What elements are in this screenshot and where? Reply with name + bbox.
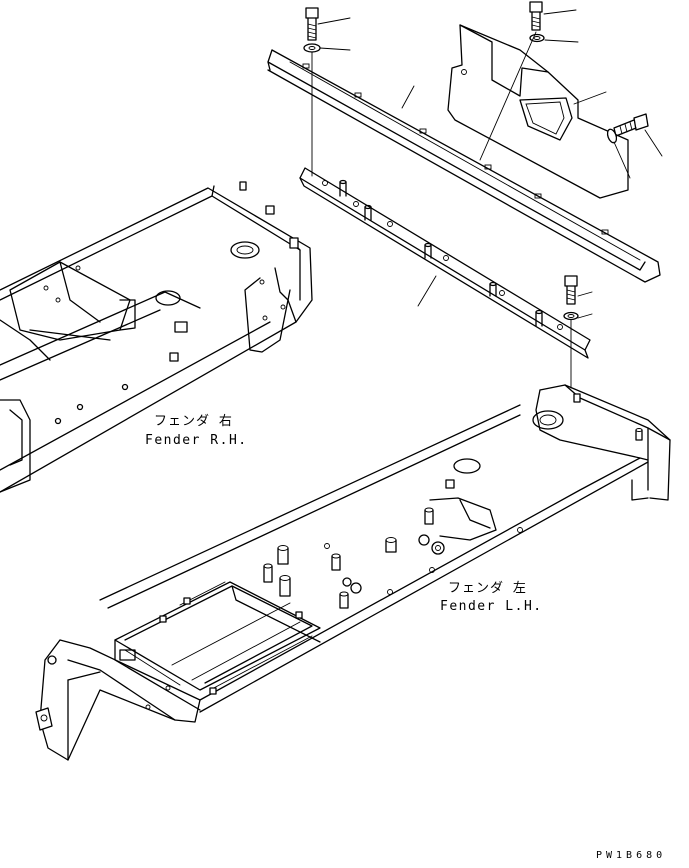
washer-icon: [303, 43, 321, 53]
side-cover-plate: [447, 24, 629, 199]
washer-icon: [529, 33, 545, 43]
fender-rh-frame: [0, 181, 313, 493]
fender-rh-label-jp: フェンダ 右: [154, 414, 233, 429]
bolt-icon: [613, 113, 649, 137]
drawing-code: PW1B680: [596, 850, 666, 861]
bolt-icon: [529, 1, 543, 31]
fender-lh-label-jp: フェンダ 左: [448, 581, 527, 596]
leader-lines: [311, 9, 663, 389]
mounting-strip: [299, 167, 591, 359]
fender-rh-label-en: Fender R.H.: [145, 433, 248, 448]
fender-lh-label-en: Fender L.H.: [440, 599, 543, 614]
fender-lh-frame: [35, 384, 671, 761]
bolt-icon: [305, 7, 319, 41]
bolt-icon: [564, 275, 578, 305]
upper-cover-plate: [267, 49, 661, 283]
washer-icon: [563, 311, 579, 321]
